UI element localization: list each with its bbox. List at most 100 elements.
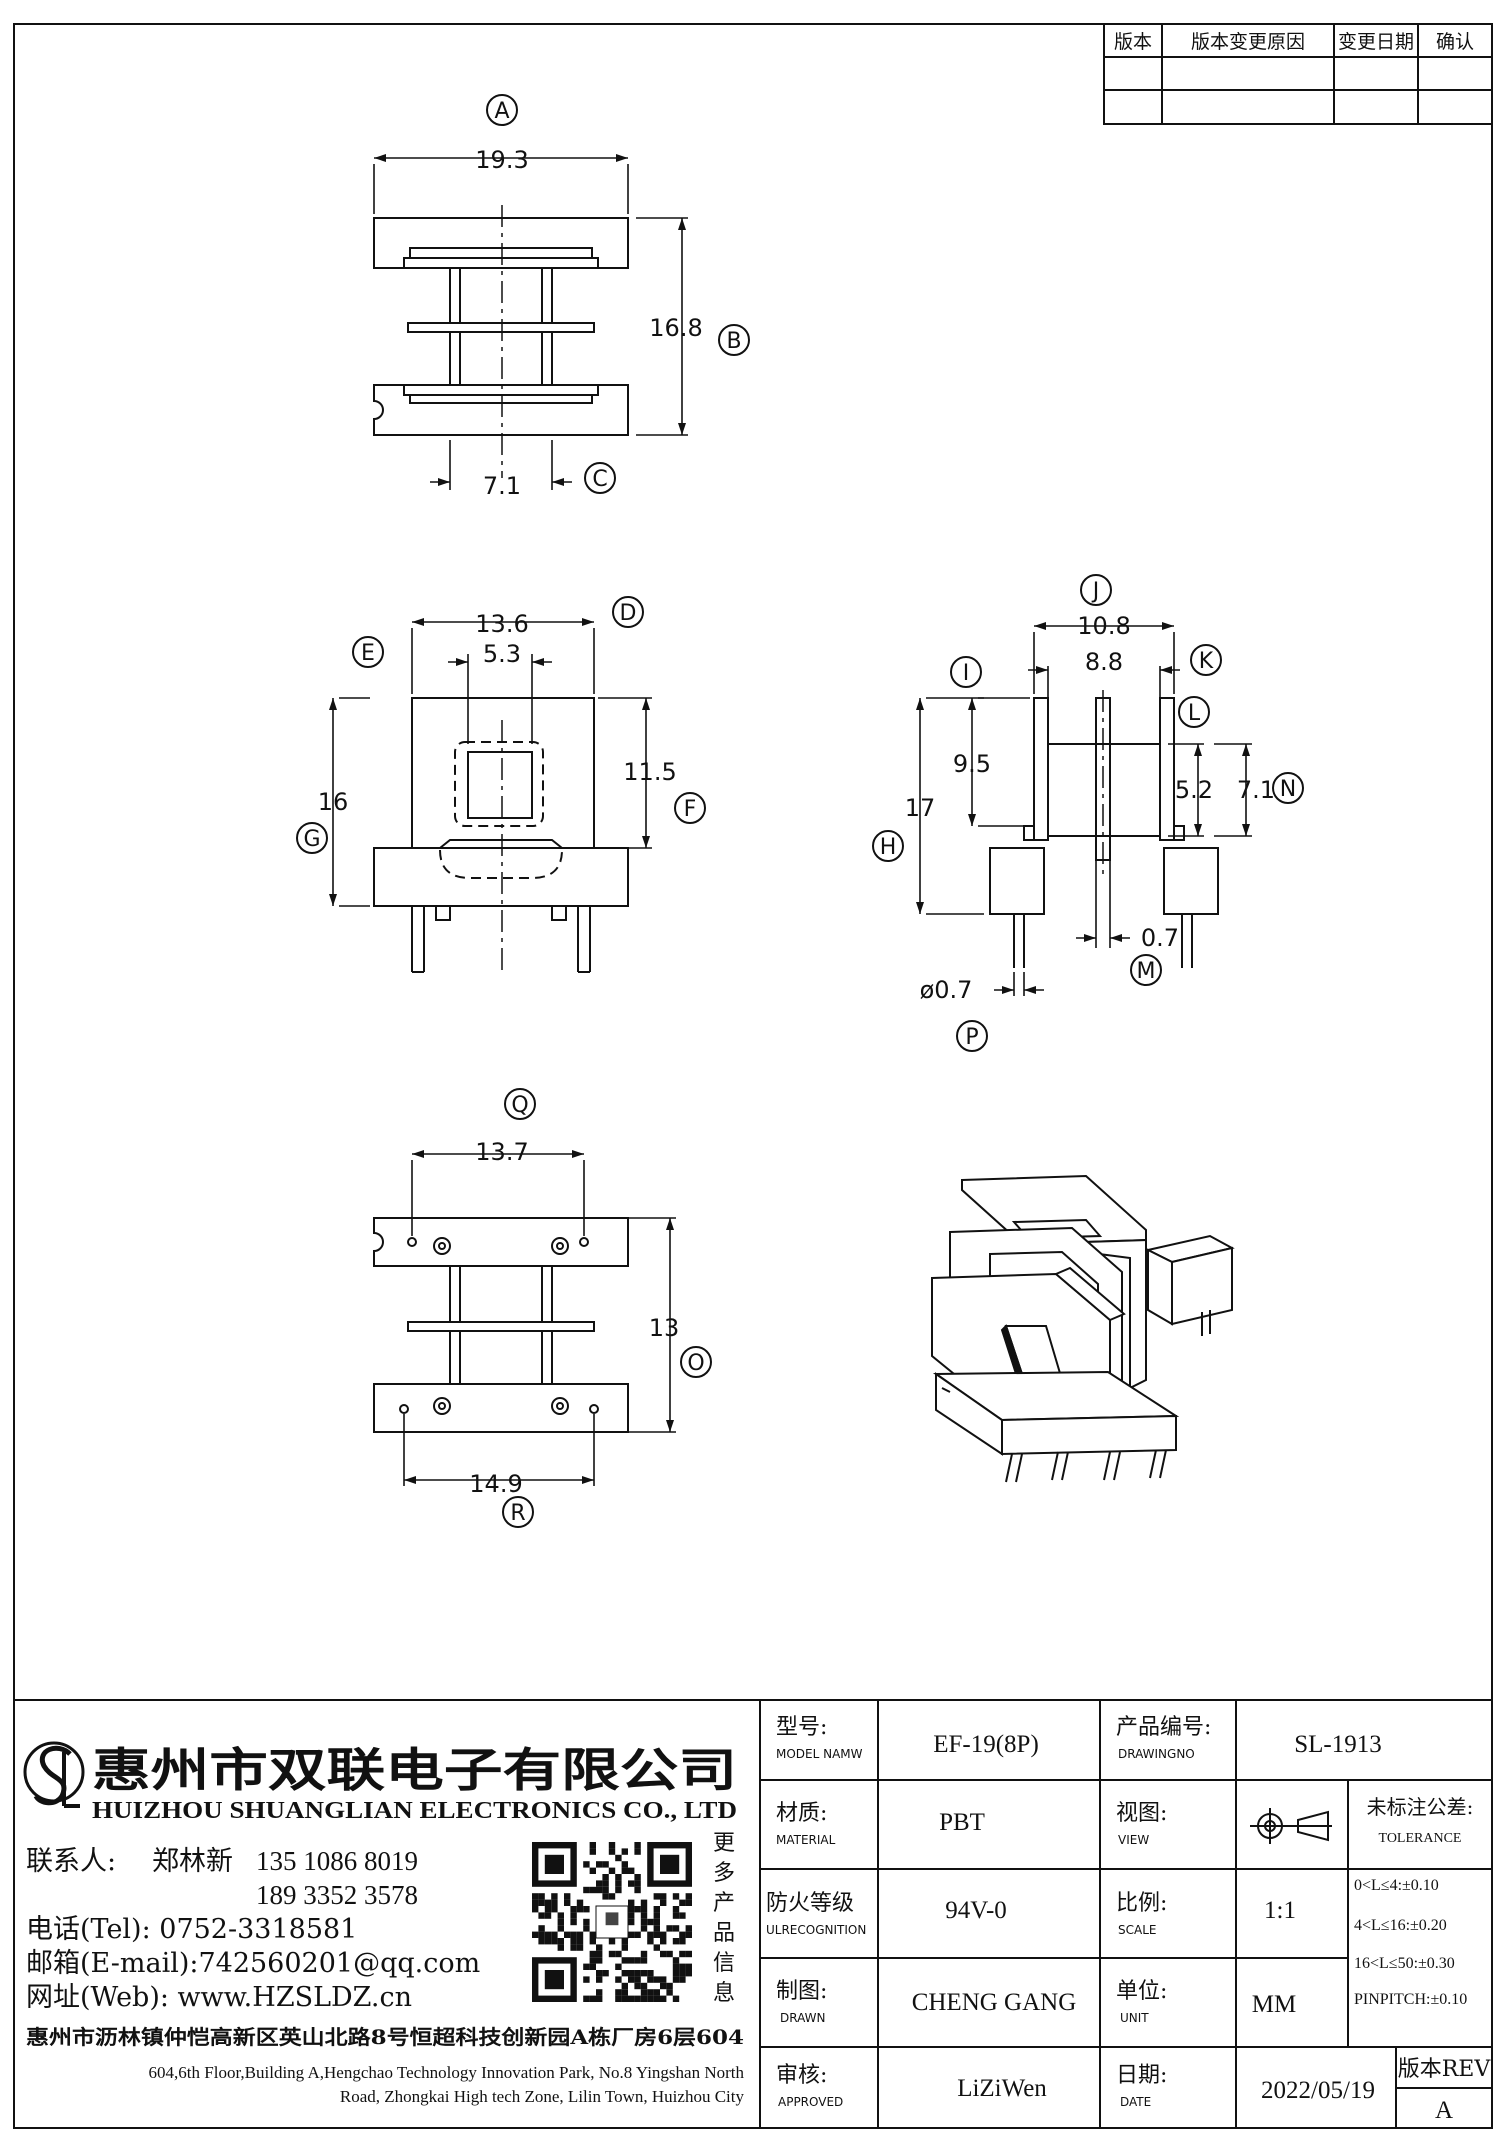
value-flame: 94V-0	[945, 1897, 1007, 1924]
tolerance-row-1: 0<L≤4:±0.10	[1354, 1877, 1439, 1894]
value-drawn: CHENG GANG	[912, 1989, 1077, 2016]
tolerance-row-2: 4<L≤16:±0.20	[1354, 1917, 1447, 1934]
qr-code	[528, 1838, 696, 2006]
rev-col-date: 变更日期	[1338, 31, 1414, 53]
value-model: EF-19(8P)	[933, 1731, 1039, 1758]
phone-1: 135 1086 8019	[256, 1846, 418, 1876]
value-material: PBT	[939, 1809, 985, 1836]
qr-side-text: 更 多 产 品 信 息	[713, 1831, 735, 2006]
front-view	[373, 697, 629, 973]
label-scale: 比例:	[1116, 1891, 1167, 1916]
address-en-2: Road, Zhongkai High tech Zone, Lilin Tow…	[340, 2087, 745, 2106]
callout-R: R	[502, 1496, 534, 1528]
svg-text:P: P	[965, 1025, 978, 1050]
dim-value-R: 14.9	[469, 1470, 522, 1498]
svg-text:G: G	[303, 827, 320, 852]
value-scale: 1:1	[1264, 1897, 1296, 1924]
callout-J: J	[1080, 574, 1112, 606]
rev-col-version: 版本	[1114, 31, 1152, 53]
svg-text:D: D	[620, 601, 637, 626]
callout-B: B	[718, 324, 750, 356]
svg-text:H: H	[880, 835, 897, 860]
dim-value-J: 10.8	[1077, 612, 1130, 640]
callout-A: A	[486, 94, 518, 126]
value-unit: MM	[1252, 1991, 1296, 2018]
label-flame: 防火等级	[766, 1891, 854, 1916]
value-drawingno: SL-1913	[1294, 1731, 1382, 1758]
callout-H: H	[872, 830, 904, 862]
label-view: 视图:	[1116, 1801, 1167, 1826]
projection-symbol	[1250, 1808, 1332, 1844]
isometric-view	[931, 1174, 1235, 1483]
company-name-cn: 惠州市双联电子有限公司	[92, 1743, 737, 1797]
dim-value-P: ø0.7	[920, 976, 973, 1004]
callout-M: M	[1130, 954, 1162, 986]
sheet-border	[13, 23, 1493, 2129]
label-drawingno: 产品编号:	[1116, 1715, 1211, 1740]
dim-value-I: 9.5	[953, 750, 991, 778]
bottom-view	[373, 1217, 629, 1433]
tel-line: 电话(Tel): 0752-3318581	[26, 1914, 357, 1945]
label-model: 型号:	[776, 1715, 827, 1740]
tolerance-row-4: PINPITCH:±0.10	[1354, 1991, 1467, 2008]
value-date: 2022/05/19	[1261, 2077, 1375, 2104]
label-scale-en: SCALE	[1118, 1923, 1156, 1937]
label-unit: 单位:	[1116, 1979, 1167, 2004]
web-line: 网址(Web): www.HZSLDZ.cn	[26, 1982, 412, 2013]
company-name-en: HUIZHOU SHUANGLIAN ELECTRONICS CO., LTD	[92, 1798, 737, 1824]
label-unit-en: UNIT	[1120, 2011, 1149, 2025]
address-cn: 惠州市沥林镇仲恺高新区英山北路8号恒超科技创新园A栋厂房6层604	[26, 2025, 744, 2049]
callout-N: N	[1272, 772, 1304, 804]
label-drawingno-en: DRAWINGNO	[1118, 1747, 1195, 1761]
svg-text:I: I	[963, 661, 970, 686]
label-approved: 审核:	[776, 2063, 827, 2088]
dim-value-C: 7.1	[483, 472, 521, 500]
svg-text:J: J	[1091, 579, 1100, 604]
label-tolerance-en: TOLERANCE	[1379, 1831, 1462, 1846]
svg-text:N: N	[1280, 777, 1296, 802]
svg-text:信: 信	[713, 1951, 735, 1976]
tolerance-row-3: 16<L≤50:±0.30	[1354, 1955, 1455, 1972]
dim-value-G: 16	[318, 788, 349, 816]
callout-P: P	[956, 1020, 988, 1052]
label-drawn-en: DRAWN	[780, 2011, 826, 2025]
callout-D: D	[612, 596, 644, 628]
callout-Q: Q	[504, 1088, 536, 1120]
dim-value-F: 11.5	[623, 758, 676, 786]
svg-text:M: M	[1137, 959, 1156, 984]
svg-text:C: C	[592, 467, 607, 492]
phone-2: 189 3352 3578	[256, 1880, 418, 1910]
company-logo	[23, 1741, 85, 1808]
contact-label: 联系人:	[26, 1846, 116, 1877]
dim-value-K: 8.8	[1085, 648, 1123, 676]
callout-C: C	[584, 462, 616, 494]
value-approved: LiZiWen	[957, 2075, 1047, 2102]
label-material: 材质:	[776, 1801, 827, 1826]
dim-value-M: 0.7	[1141, 924, 1179, 952]
callout-K: K	[1190, 644, 1222, 676]
dim-value-N: 7.1	[1237, 776, 1275, 804]
svg-text:息: 息	[713, 1981, 735, 2006]
dim-value-D: 13.6	[475, 610, 528, 638]
label-approved-en: APPROVED	[778, 2095, 843, 2109]
label-model-en: MODEL NAMW	[776, 1747, 863, 1761]
svg-text:Q: Q	[511, 1093, 528, 1118]
top-view	[373, 205, 629, 478]
callout-F: F	[674, 792, 706, 824]
value-revision: A	[1435, 2097, 1453, 2124]
callout-L: L	[1178, 696, 1210, 728]
dim-value-A: 19.3	[475, 146, 528, 174]
svg-text:L: L	[1188, 701, 1201, 726]
dim-value-H: 17	[905, 794, 936, 822]
svg-text:R: R	[510, 1501, 525, 1526]
address-en-1: 604,6th Floor,Building A,Hengchao Techno…	[149, 2063, 745, 2082]
svg-text:品: 品	[713, 1921, 735, 1946]
rev-col-confirm: 确认	[1436, 31, 1474, 53]
callout-O: O	[680, 1346, 712, 1378]
label-date: 日期:	[1116, 2063, 1167, 2088]
svg-text:F: F	[684, 797, 697, 822]
